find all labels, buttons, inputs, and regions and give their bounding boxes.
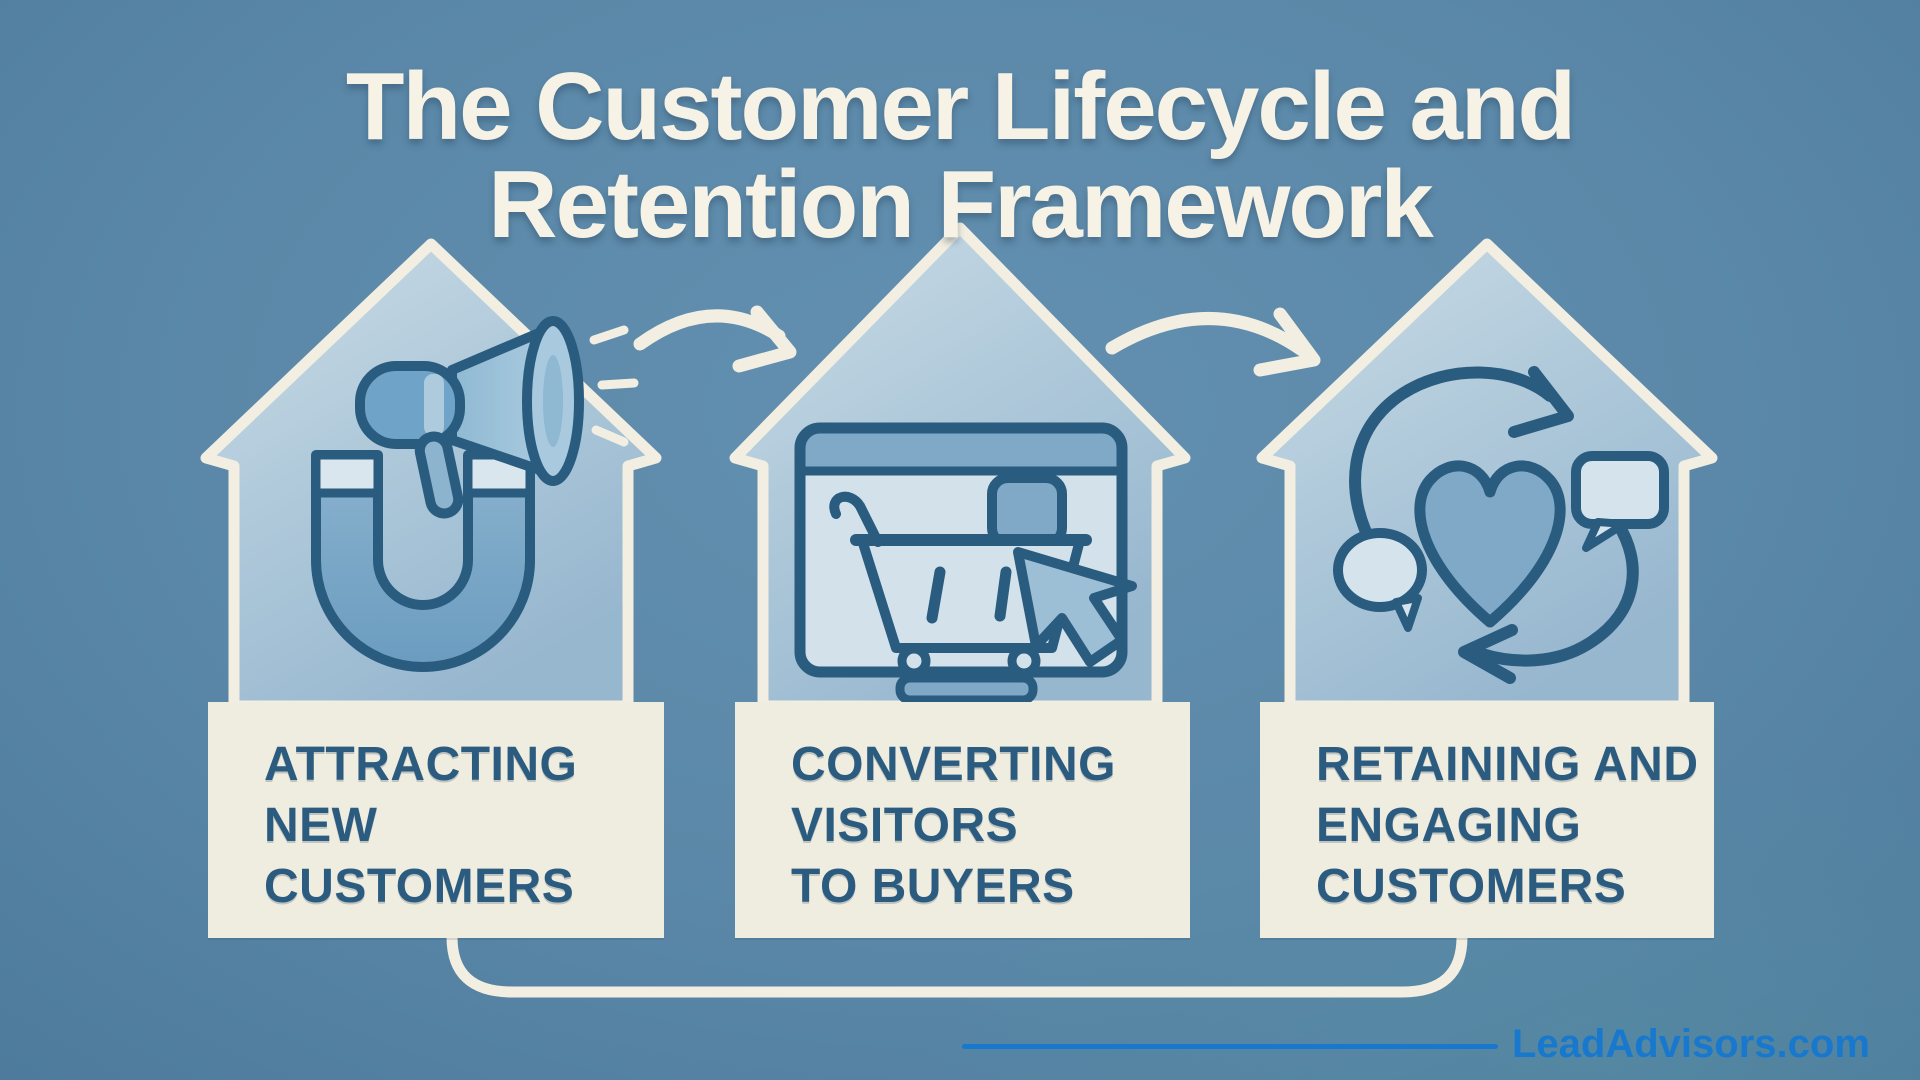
cursor-icon (1013, 547, 1137, 667)
title-line-2: Retention Framework (488, 151, 1434, 258)
stage-label-line: NEW (264, 799, 378, 852)
stage-label-retaining: RETAINING AND ENGAGING CUSTOMERS (1260, 702, 1714, 938)
stage-label-line: ATTRACTING (264, 738, 578, 791)
page-title: The Customer Lifecycle and Retention Fra… (0, 58, 1920, 254)
sound-waves-icon (589, 325, 639, 447)
stage-label-line: RETAINING AND (1316, 738, 1699, 791)
footer-divider-line (962, 1044, 1498, 1049)
stage-label-line: CUSTOMERS (264, 860, 575, 913)
stage-label-line: ENGAGING (1316, 799, 1582, 852)
title-line-1: The Customer Lifecycle and (345, 53, 1576, 160)
stage-label-line: TO BUYERS (791, 860, 1075, 913)
stage-label-line: CUSTOMERS (1316, 860, 1627, 913)
stage-label-attracting: ATTRACTING NEW CUSTOMERS (208, 702, 664, 938)
megaphone-icon (355, 316, 584, 519)
stage-label-converting: CONVERTING VISITORS TO BUYERS (735, 702, 1190, 938)
refresh-cycle-icon (1349, 366, 1639, 684)
flow-arrow-2 (1105, 307, 1321, 377)
flow-arrow-1 (633, 305, 797, 373)
brand-logo-text: LeadAdvisors.com (1512, 1022, 1870, 1066)
speech-bubble-square-icon (1571, 451, 1669, 552)
magnet-icon (311, 450, 535, 672)
heart-icon (1414, 460, 1566, 628)
speech-bubble-round-icon (1333, 528, 1427, 632)
loop-connector-line (446, 914, 1468, 998)
stage-label-line: CONVERTING (791, 738, 1117, 791)
stage-label-line: VISITORS (791, 799, 1019, 852)
